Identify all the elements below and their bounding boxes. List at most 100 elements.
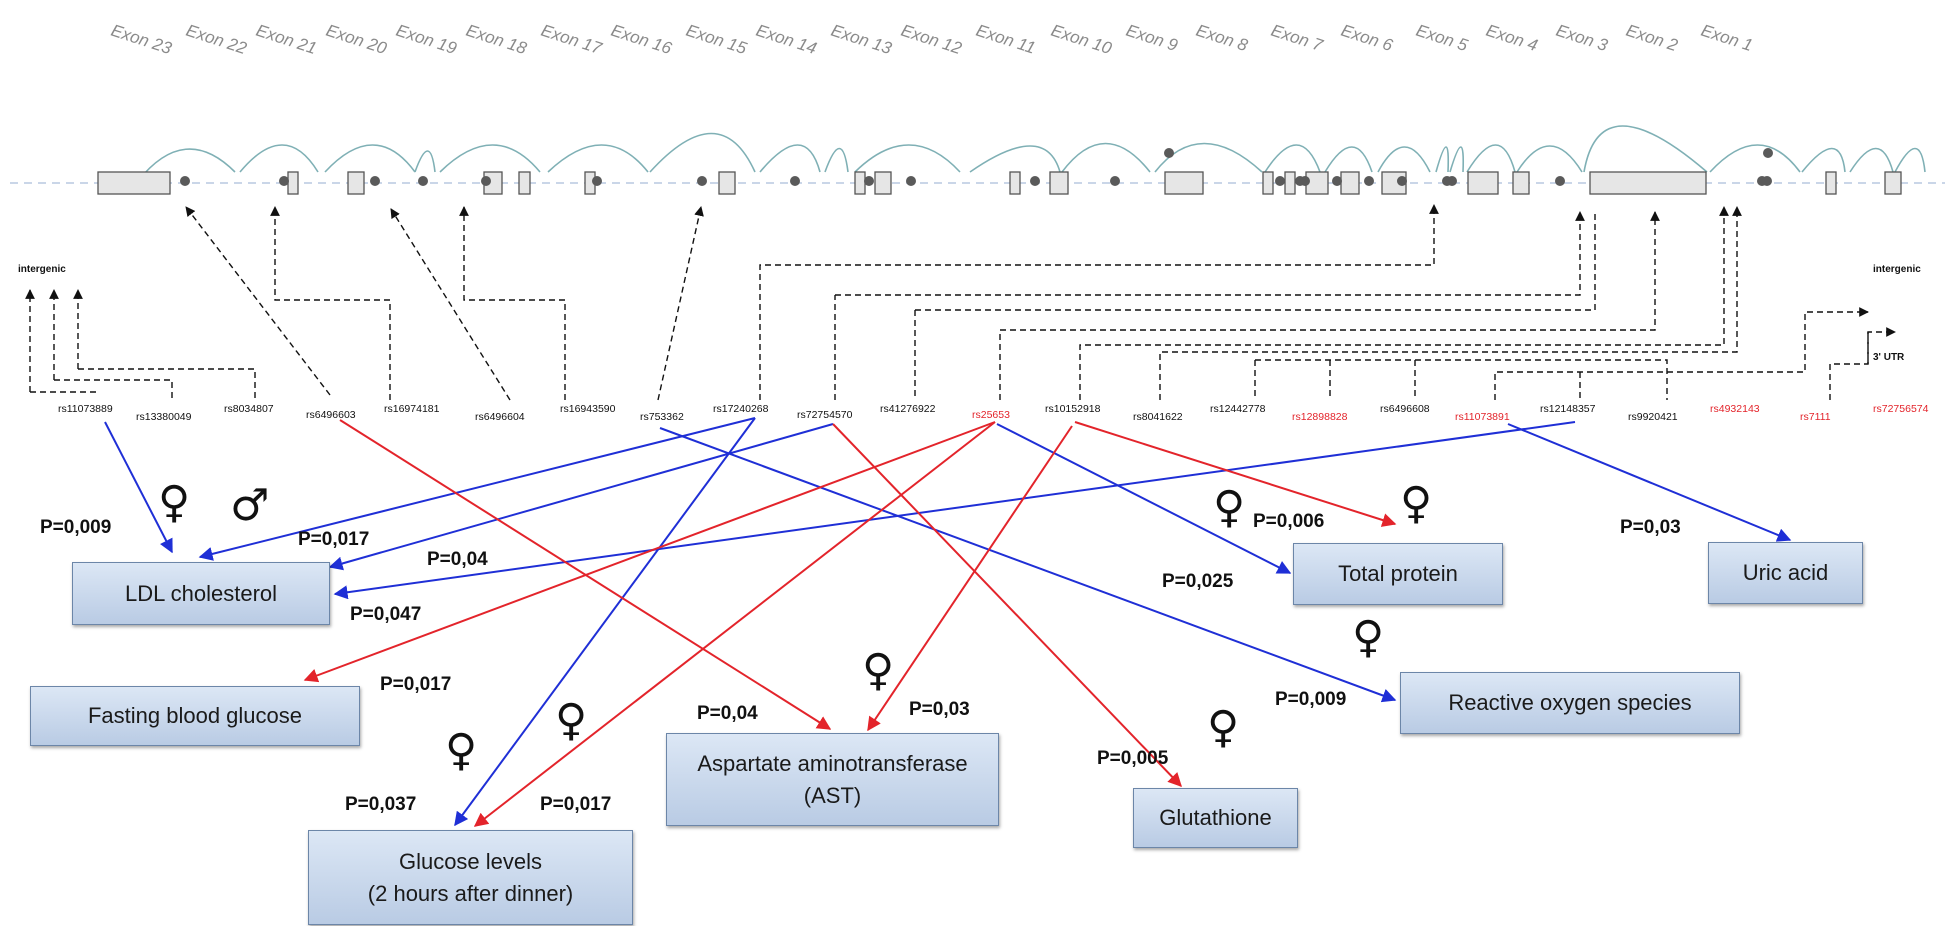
snp-label: rs12898828 xyxy=(1292,411,1348,423)
p-value: P=0,006 xyxy=(1253,511,1324,532)
trait-label-line2: (2 hours after dinner) xyxy=(367,880,574,906)
exon-4-box xyxy=(1589,171,1707,195)
exon-14-box xyxy=(1009,171,1021,195)
snp-connectors xyxy=(25,204,1896,401)
snp-label: rs9920421 xyxy=(1628,411,1678,423)
intron-arcs xyxy=(137,125,1926,182)
trait-ldl-cholesterol: LDL cholesterol xyxy=(72,562,330,625)
snp-label: rs8034807 xyxy=(224,403,274,415)
snp-label: rs6496604 xyxy=(475,411,525,423)
male-symbol-icon: ♂ xyxy=(230,480,269,531)
exon-21-box xyxy=(347,171,365,195)
trait-label-line1: Aspartate aminotransferase xyxy=(697,750,968,776)
exon-label: Exon 15 xyxy=(684,21,750,59)
exon-label: Exon 19 xyxy=(394,21,460,59)
female-symbol-icon: ♀ xyxy=(158,477,190,528)
p-value: P=0,03 xyxy=(909,699,970,720)
p-value: P=0,009 xyxy=(1275,689,1346,710)
snp-label: rs41276922 xyxy=(880,403,936,415)
exon-6-box xyxy=(1467,171,1499,195)
female-symbol-icon: ♀ xyxy=(1400,478,1432,529)
exon-5-box xyxy=(1512,171,1530,195)
exon-19-box xyxy=(518,171,531,195)
trait-label-line2: (AST) xyxy=(803,782,862,808)
intergenic-right-label: intergenic xyxy=(1873,264,1921,275)
exon-16-box xyxy=(854,171,866,195)
trait-label: Reactive oxygen species xyxy=(1448,690,1692,716)
exon-label: Exon 20 xyxy=(324,21,390,59)
p-value: P=0,005 xyxy=(1097,748,1169,769)
trait-reactive-oxygen-species: Reactive oxygen species xyxy=(1400,672,1740,734)
exon-2-box xyxy=(1884,171,1902,195)
snp-label: rs16974181 xyxy=(384,403,440,415)
exon-12-box xyxy=(1164,171,1204,195)
exon-8-box xyxy=(1340,171,1360,195)
exon-label: Exon 10 xyxy=(1049,21,1115,59)
p-values: P=0,009 P=0,017 P=0,04 P=0,047 P=0,017 P… xyxy=(40,511,1681,815)
female-symbol-icon: ♀ xyxy=(862,645,894,696)
trait-uric-acid: Uric acid xyxy=(1708,542,1863,604)
exon-label: Exon 22 xyxy=(184,21,250,59)
exon-label: Exon 14 xyxy=(754,21,819,58)
snp-label: rs7111 xyxy=(1800,411,1831,423)
p-value: P=0,047 xyxy=(350,604,421,625)
exon-label: Exon 4 xyxy=(1484,21,1540,55)
female-symbol-icon: ♀ xyxy=(555,695,587,746)
snp-label: rs12148357 xyxy=(1540,403,1596,415)
snp-label: rs72756574 xyxy=(1873,403,1929,415)
female-symbol-icon: ♀ xyxy=(1213,482,1245,533)
p-value: P=0,03 xyxy=(1620,517,1681,538)
exon-label: Exon 13 xyxy=(829,21,895,59)
snp-label: rs72754570 xyxy=(797,409,853,421)
trait-glucose-levels: Glucose levels (2 hours after dinner) xyxy=(308,830,633,925)
female-symbol-icon: ♀ xyxy=(1352,612,1384,663)
trait-ast: Aspartate aminotransferase (AST) xyxy=(666,733,999,826)
snp-label: rs10152918 xyxy=(1045,403,1101,415)
exon-boxes xyxy=(97,171,1902,195)
exon-label: Exon 17 xyxy=(539,21,605,59)
exon-label: Exon 9 xyxy=(1124,21,1181,56)
p-value: P=0,04 xyxy=(427,549,488,570)
trait-label: LDL cholesterol xyxy=(124,580,278,606)
trait-glutathione: Glutathione xyxy=(1133,788,1298,848)
exon-label: Exon 18 xyxy=(464,21,530,59)
snp-label: rs17240268 xyxy=(713,403,769,415)
p-value: P=0,04 xyxy=(697,703,758,724)
snp-label: rs25653 xyxy=(972,409,1010,421)
p-value: P=0,025 xyxy=(1162,571,1234,592)
snp-label: rs12442778 xyxy=(1210,403,1266,415)
exon-22-box xyxy=(287,171,299,195)
exon-label: Exon 2 xyxy=(1624,21,1681,56)
exon-label: Exon 11 xyxy=(974,21,1038,58)
snp-label: rs16943590 xyxy=(560,403,616,415)
arc-nodes xyxy=(180,148,1773,186)
trait-fasting-blood-glucose: Fasting blood glucose xyxy=(30,686,360,746)
exon-label: Exon 1 xyxy=(1699,21,1755,55)
exon-3-box xyxy=(1825,171,1837,195)
snp-label: rs6496608 xyxy=(1380,403,1430,415)
exon-17-box xyxy=(718,171,736,195)
snp-label: rs13380049 xyxy=(136,411,192,423)
exon-11-box xyxy=(1262,171,1274,195)
p-value: P=0,009 xyxy=(40,517,111,538)
snp-label: rs4932143 xyxy=(1710,403,1760,415)
exon-label: Exon 6 xyxy=(1339,21,1396,56)
exon-15-box xyxy=(874,171,892,195)
p-value: P=0,037 xyxy=(345,794,416,815)
exon-label: Exon 7 xyxy=(1269,21,1326,56)
exon-label: Exon 23 xyxy=(109,21,175,59)
exon-labels: Exon 23 Exon 22 Exon 21 Exon 20 Exon 19 … xyxy=(109,21,1755,59)
exon-label: Exon 8 xyxy=(1194,21,1251,56)
exon-label: Exon 12 xyxy=(899,21,965,59)
intergenic-left-label: intergenic xyxy=(18,264,66,275)
trait-label: Uric acid xyxy=(1742,560,1829,586)
snp-label: rs11073891 xyxy=(1455,411,1510,423)
snp-labels: rs11073889 rs13380049 rs8034807 rs649660… xyxy=(58,403,1929,423)
sex-symbols: ♀ ♂ ♀ ♀ ♀ ♀ ♀ ♀ ♀ xyxy=(158,477,1432,776)
snp-label: rs8041622 xyxy=(1133,411,1183,423)
exon-13-box xyxy=(1049,171,1069,195)
trait-label-line1: Glucose levels xyxy=(398,848,543,874)
exon-label: Exon 21 xyxy=(254,21,319,58)
trait-label: Glutathione xyxy=(1159,805,1272,831)
